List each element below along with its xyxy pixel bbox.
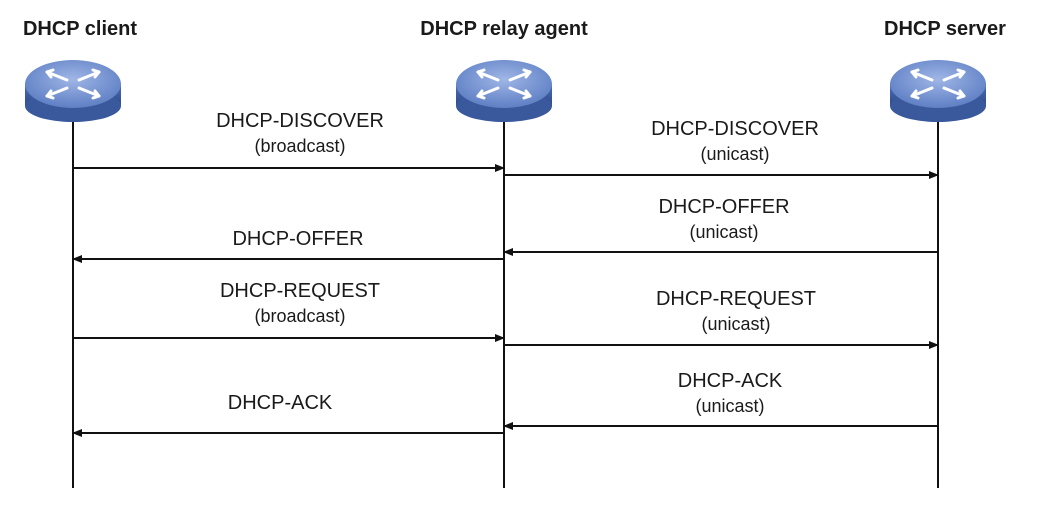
router-icon (888, 58, 988, 124)
server-label: DHCP server (884, 18, 1006, 40)
message-mode: (broadcast) (254, 306, 346, 326)
message-mode: (unicast) (689, 222, 759, 242)
message-name: DHCP-REQUEST (219, 280, 381, 302)
router-icon (23, 58, 123, 124)
message-mode: (unicast) (695, 396, 765, 416)
message-name: DHCP-DISCOVER (216, 110, 384, 132)
message-label: DHCP-ACK (228, 390, 332, 416)
message-label: DHCP-ACK (unicast) (678, 368, 782, 418)
message-label: DHCP-OFFER (unicast) (658, 194, 789, 244)
client-label: DHCP client (22, 18, 138, 40)
message-label: DHCP-DISCOVER (unicast) (651, 116, 819, 166)
message-mode: (unicast) (700, 144, 770, 164)
message-mode: (unicast) (701, 314, 771, 334)
message-mode: (broadcast) (254, 136, 346, 156)
router-icon (454, 58, 554, 124)
message-name: DHCP-ACK (677, 370, 783, 392)
relay-label: DHCP relay agent (420, 18, 588, 40)
message-name: DHCP-OFFER (658, 196, 790, 218)
message-label: DHCP-REQUEST (unicast) (656, 286, 816, 336)
message-name: DHCP-DISCOVER (651, 118, 819, 140)
message-name: DHCP-ACK (227, 392, 333, 414)
message-name: DHCP-REQUEST (655, 288, 817, 310)
message-label: DHCP-DISCOVER (broadcast) (216, 108, 384, 158)
message-label: DHCP-REQUEST (broadcast) (220, 278, 380, 328)
message-label: DHCP-OFFER (232, 226, 363, 252)
message-name: DHCP-OFFER (232, 228, 364, 250)
